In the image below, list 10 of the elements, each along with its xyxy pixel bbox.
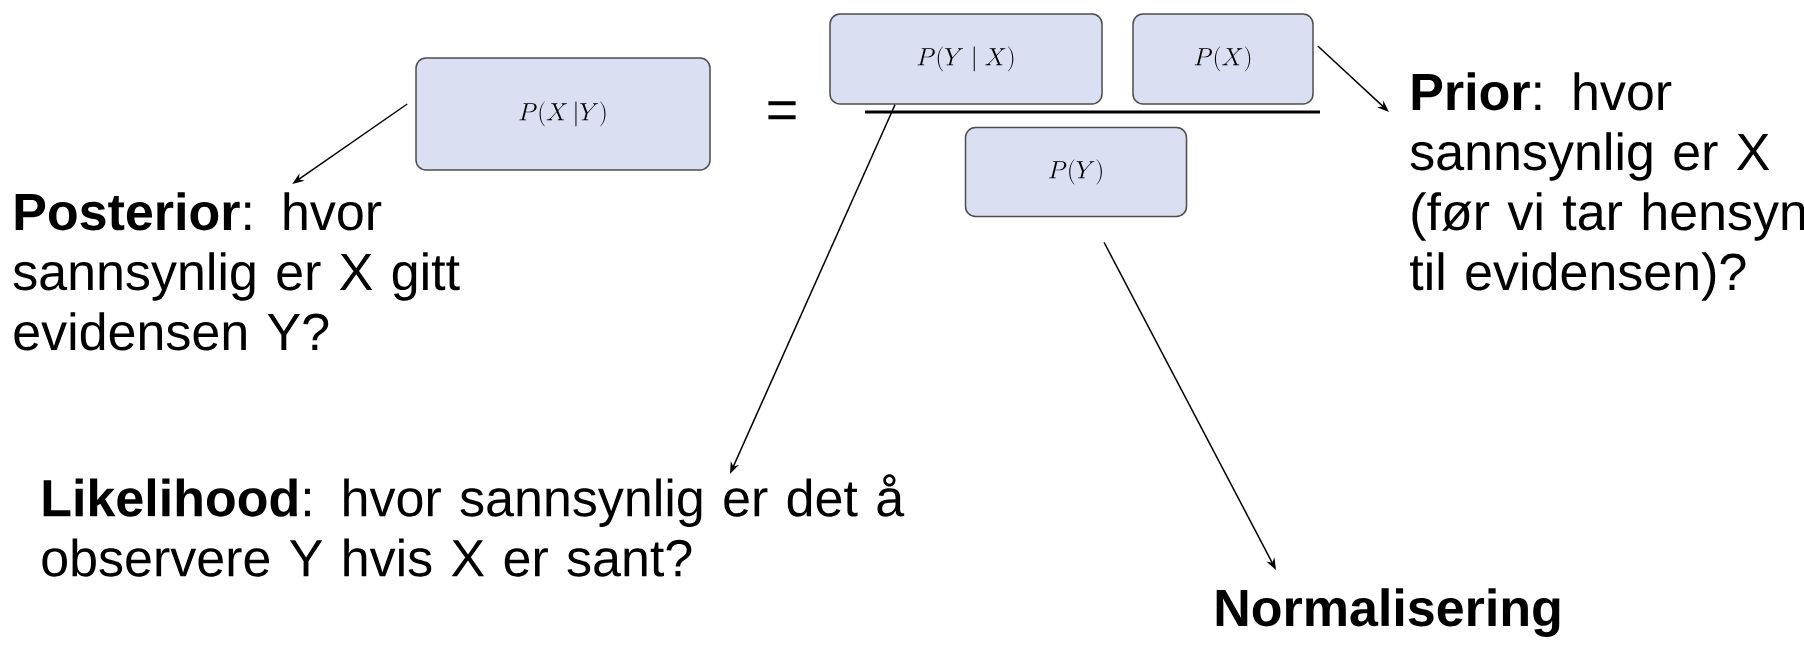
annotation-text: Prior: hvor sannsynlig er X (før vi tar hensyn til evidensen)? xyxy=(1410,72,1804,301)
formula-box: $P(Y)$ xyxy=(964,126,1188,218)
annotation-text: Normalisering xyxy=(1216,588,1560,637)
annotation-text: Posterior: hvor sannsynlig er X gitt evidensen Y? xyxy=(13,192,460,351)
formula-box: $P(Y\mid X)$ xyxy=(829,13,1103,105)
formula-box: $P(X\,|Y)$ xyxy=(415,57,711,171)
arrow xyxy=(1317,45,1389,112)
annotation-text: Likelihood: hvor sannsynlig er det å observere Y hvis X er sant? xyxy=(42,474,905,577)
equals-sign: = xyxy=(768,101,796,120)
formula-box: $P(X)$ xyxy=(1132,13,1314,105)
